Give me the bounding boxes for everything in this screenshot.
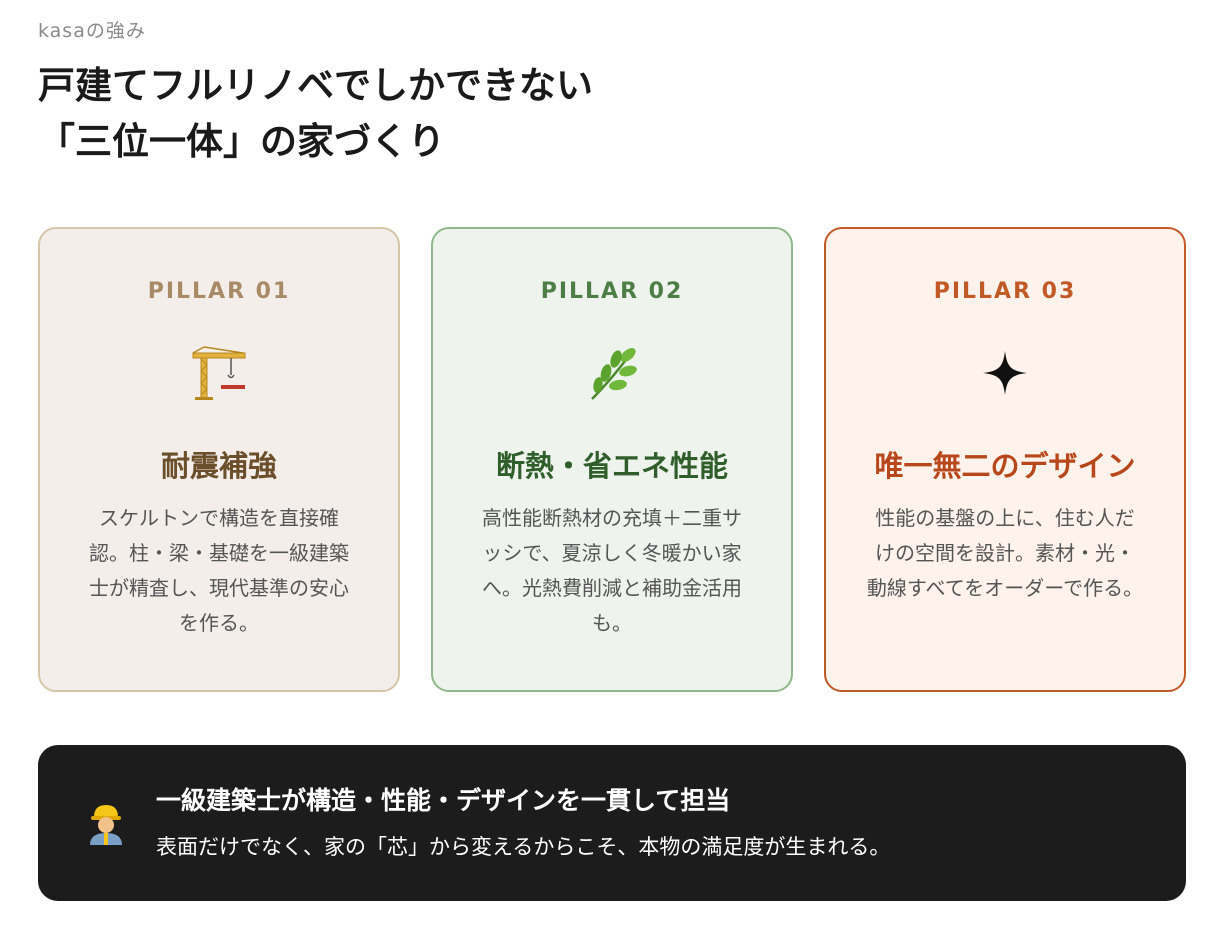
pillar-title: 唯一無二のデザイン [874,449,1136,483]
pillar-description: 高性能断熱材の充填＋二重サッシで、夏涼しく冬暖かい家へ。光熱費削減と補助金活用も… [482,506,742,635]
pillar-description: 性能の基盤の上に、住む人だけの空間を設計。素材・光・動線すべてをオーダーで作る。 [866,506,1144,600]
pillar-label: PILLAR 03 [933,279,1077,304]
banner-text: 表面だけでなく、家の「芯」から変えるからこそ、本物の満足度が生まれる。 [156,835,891,859]
section-title-line-2: 「三位一体」の家づくり [38,120,445,163]
leaf-icon [580,341,644,405]
pillar-card-01: PILLAR 01 [38,227,400,692]
pillar-card-02: PILLAR 02 断熱・省エネ性能 高性能断熱材の充填＋二重サッシで、夏涼しく… [431,227,793,692]
construction-worker-icon [86,801,126,845]
section-title: 戸建てフルリノベでしかできない 「三位一体」の家づくり [38,58,593,170]
pillar-cards: PILLAR 01 [38,227,1186,692]
section-title-line-1: 戸建てフルリノベでしかできない [38,64,593,107]
sparkle-icon [973,341,1037,405]
banner-title: 一級建築士が構造・性能・デザインを一貫して担当 [156,786,731,815]
pillar-title: 耐震補強 [160,449,277,483]
pillar-label: PILLAR 01 [147,279,291,304]
architect-banner: 一級建築士が構造・性能・デザインを一貫して担当 表面だけでなく、家の「芯」から変… [38,745,1186,901]
crane-icon [187,341,251,405]
pillar-label: PILLAR 02 [540,279,684,304]
section-eyebrow: kasaの強み [38,20,146,42]
pillar-card-03: PILLAR 03 唯一無二のデザイン 性能の基盤の上に、住む人だけの空間を設計… [824,227,1186,692]
pillar-description: スケルトンで構造を直接確認。柱・梁・基礎を一級建築士が精査し、現代基準の安心を作… [89,506,349,635]
pillar-title: 断熱・省エネ性能 [495,449,728,483]
